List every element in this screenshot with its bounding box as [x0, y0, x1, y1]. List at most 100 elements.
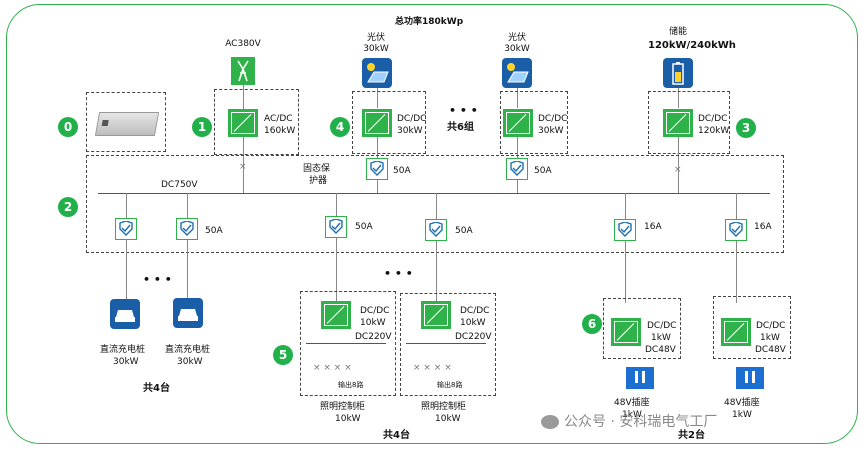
lighting2-conv-power: 10kW: [460, 318, 486, 328]
pv1-converter-icon: [362, 109, 392, 137]
lv2-conv-power: 1kW: [760, 333, 780, 343]
feeder4-breaker-icon: [425, 219, 447, 241]
ac-conv-power: 160kW: [264, 126, 296, 136]
lighting1-label: 照明控制柜: [320, 402, 366, 412]
controller-box: [86, 92, 166, 152]
breaker-label-line2: 护器: [309, 176, 328, 186]
pv-ellipsis: • • •: [449, 104, 478, 117]
pv2-label: 光伏: [507, 33, 526, 43]
badge-5: 5: [273, 345, 293, 365]
storage-conv-type: DC/DC: [698, 114, 728, 124]
storage-converter-icon: [663, 109, 693, 137]
pv2-power: 30kW: [504, 44, 530, 54]
pv2-conv-power: 30kW: [538, 126, 564, 136]
charger1-power: 30kW: [113, 357, 139, 367]
feeder4-rating: 50A: [455, 226, 473, 236]
badge-3: 3: [736, 118, 756, 138]
dc-bus-box: [86, 155, 784, 253]
storage-capacity: 120kW/240kWh: [648, 40, 736, 51]
diagram-frame: [6, 4, 858, 444]
ev-charger-icon-1: [110, 299, 140, 329]
lv1-converter-icon: [611, 318, 641, 346]
feeder3-rating: 50A: [355, 222, 373, 232]
lighting-cabinet-2: [400, 293, 496, 396]
breaker-label-line1: 固态保: [303, 164, 331, 174]
socket2-label: 48V插座: [724, 398, 760, 408]
low-voltage-box-2: [713, 296, 791, 359]
socket1-power: 1kW: [622, 410, 642, 420]
lighting2-conv-type: DC/DC: [460, 306, 490, 316]
lighting2-bus-voltage: DC220V: [455, 332, 492, 342]
lighting2-converter-icon: [421, 301, 451, 329]
pv1-power: 30kW: [363, 44, 389, 54]
charger-ellipsis: • • •: [143, 273, 172, 286]
ac-dc-box: [214, 89, 299, 155]
badge-1: 1: [192, 117, 212, 137]
pv2-breaker-rating: 50A: [534, 166, 552, 176]
lighting1-converter-icon: [321, 301, 351, 329]
wechat-icon: [541, 415, 559, 429]
pv2-breaker-icon: [506, 158, 528, 180]
socket2-power: 1kW: [732, 410, 752, 420]
badge-6: 6: [582, 314, 602, 334]
lv2-conv-type: DC/DC: [756, 321, 786, 331]
feeder-charger-rating: 50A: [205, 226, 223, 236]
feeder3-breaker-icon: [325, 216, 347, 238]
pv2-dcdc-box: [500, 91, 568, 154]
storage-conv-power: 120kW: [698, 126, 730, 136]
ac-grid-icon: [231, 57, 255, 85]
lighting-ellipsis: • • •: [384, 267, 413, 280]
pv-group-label: 共6组: [447, 122, 474, 133]
lighting1-bus-voltage: DC220V: [355, 332, 392, 342]
ev-charger-icon-2: [173, 298, 203, 328]
socket1-label: 48V插座: [614, 398, 650, 408]
feeder6-breaker-icon: [725, 219, 747, 241]
pv1-breaker-icon: [366, 158, 388, 180]
server-icon: [94, 112, 160, 136]
total-power-title: 总功率180kWp: [395, 17, 464, 27]
storage-label: 储能: [668, 27, 687, 37]
socket-icon-1: [626, 367, 654, 389]
low-voltage-group-label: 共2台: [678, 430, 705, 441]
pv1-conv-power: 30kW: [397, 126, 423, 136]
badge-4: 4: [330, 117, 350, 137]
solar-panel-icon: [362, 58, 392, 88]
solar-panel-icon-2: [502, 58, 532, 88]
pv1-conv-type: DC/DC: [397, 114, 427, 124]
charger-group-label: 共4台: [143, 383, 170, 394]
pv2-converter-icon: [503, 109, 533, 137]
feeder5-rating: 16A: [644, 222, 662, 232]
lighting2-label: 照明控制柜: [421, 402, 467, 412]
bus-voltage: DC750V: [161, 180, 198, 190]
lv1-conv-voltage: DC48V: [645, 345, 676, 355]
charger2-label: 直流充电桩: [165, 345, 211, 355]
feeder5-breaker-icon: [614, 219, 636, 241]
feeder6-rating: 16A: [754, 222, 772, 232]
charger1-label: 直流充电桩: [100, 345, 146, 355]
pv1-breaker-rating: 50A: [393, 166, 411, 176]
lighting1-conv-power: 10kW: [360, 318, 386, 328]
lighting-cabinet-1: [300, 291, 396, 396]
dc-bus-line: [98, 193, 770, 195]
lv1-conv-power: 1kW: [651, 333, 671, 343]
lv2-converter-icon: [721, 318, 751, 346]
watermark-text: 公众号 · 安科瑞电气工厂: [564, 414, 718, 430]
feeder2-breaker-icon: [176, 218, 198, 240]
low-voltage-box-1: [603, 298, 681, 359]
lv2-conv-voltage: DC48V: [755, 345, 786, 355]
socket-icon-2: [736, 367, 764, 389]
ac-dc-converter-icon: [228, 109, 258, 137]
pv1-label: 光伏: [366, 33, 385, 43]
lighting2-outputs: 输出8路: [437, 381, 463, 389]
badge-2: 2: [58, 197, 78, 217]
battery-icon: [663, 58, 693, 88]
charger2-power: 30kW: [177, 357, 203, 367]
lighting1-power: 10kW: [335, 414, 361, 424]
ac-conv-type: AC/DC: [264, 114, 293, 124]
badge-0: 0: [58, 117, 78, 137]
feeder1-breaker-icon: [115, 218, 137, 240]
lv1-conv-type: DC/DC: [647, 321, 677, 331]
lighting1-outputs: 输出8路: [338, 381, 364, 389]
lighting2-power: 10kW: [435, 414, 461, 424]
lighting-group-label: 共4台: [383, 430, 410, 441]
